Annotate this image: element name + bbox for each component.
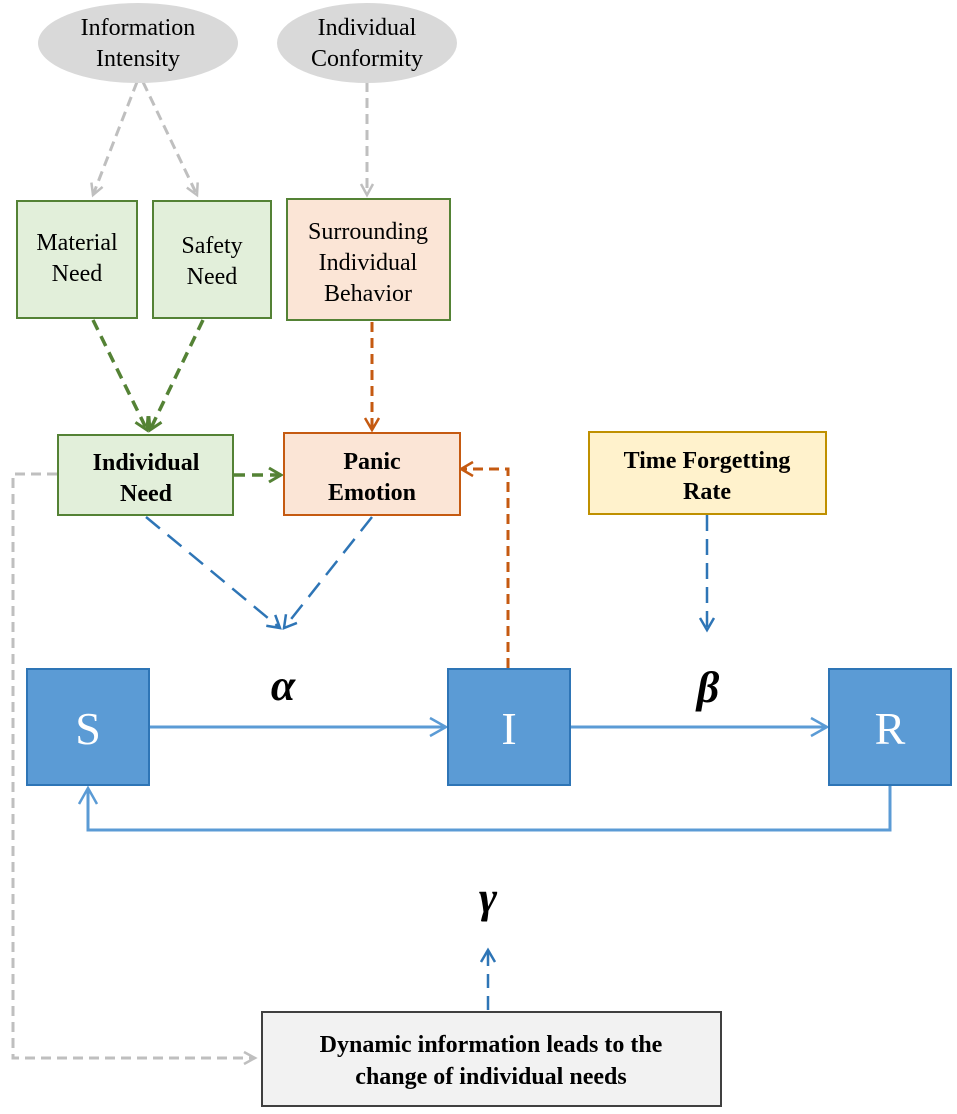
material-need-line-2: Need [52,261,103,287]
edge-individual-need-to-alpha [145,516,282,630]
time-forgetting-line-2: Rate [683,479,731,505]
surrounding-behavior-line-2: Individual [319,250,418,276]
dynamic-information-line-2: change of individual needs [355,1064,626,1090]
edge-intensity-to-material [90,81,139,198]
node-state-s: S [26,668,150,786]
individual-conformity-line-1: Individual [318,15,417,41]
surrounding-behavior-line-1: Surrounding [308,219,428,245]
panic-emotion-line-2: Emotion [328,480,416,506]
individual-need-line-2: Need [120,481,173,507]
node-state-r: R [828,668,952,786]
state-s-label: S [75,703,101,754]
rate-alpha: α [271,661,296,710]
edge-safety-to-individual-need [147,319,205,433]
node-individual-conformity: Individual Conformity [277,3,457,83]
surrounding-behavior-line-3: Behavior [324,281,412,307]
node-safety-need: Safety Need [152,200,272,319]
individual-conformity-line-2: Conformity [311,46,423,72]
material-need-line-1: Material [36,230,118,256]
edge-i-to-panic [458,460,510,668]
node-material-need: Material Need [16,200,138,319]
edge-r-to-s [77,785,892,832]
state-r-label: R [875,703,906,754]
state-i-label: I [501,703,516,754]
node-surrounding-behavior: Surrounding Individual Behavior [286,198,451,321]
node-state-i: I [447,668,571,786]
safety-need-line-1: Safety [181,233,242,259]
information-intensity-line-2: Intensity [96,46,180,72]
safety-need-line-2: Need [187,264,238,290]
rate-gamma: γ [479,873,498,922]
node-time-forgetting-rate: Time Forgetting Rate [588,431,827,515]
individual-need-line-1: Individual [93,450,200,476]
dynamic-information-line-1: Dynamic information leads to the [320,1032,663,1058]
panic-emotion-line-1: Panic [343,449,401,475]
information-intensity-line-1: Information [81,15,196,41]
edge-intensity-to-safety [141,81,199,198]
rate-beta: β [695,663,720,712]
node-dynamic-information: Dynamic information leads to the change … [261,1011,722,1107]
time-forgetting-line-1: Time Forgetting [624,448,791,474]
edge-material-to-individual-need [91,319,150,433]
node-individual-need: Individual Need [57,434,234,516]
edge-panic-to-alpha [282,516,373,630]
node-information-intensity: Information Intensity [38,3,238,83]
node-panic-emotion: Panic Emotion [283,432,461,516]
edge-individual-need-to-dynamic [11,472,258,1066]
